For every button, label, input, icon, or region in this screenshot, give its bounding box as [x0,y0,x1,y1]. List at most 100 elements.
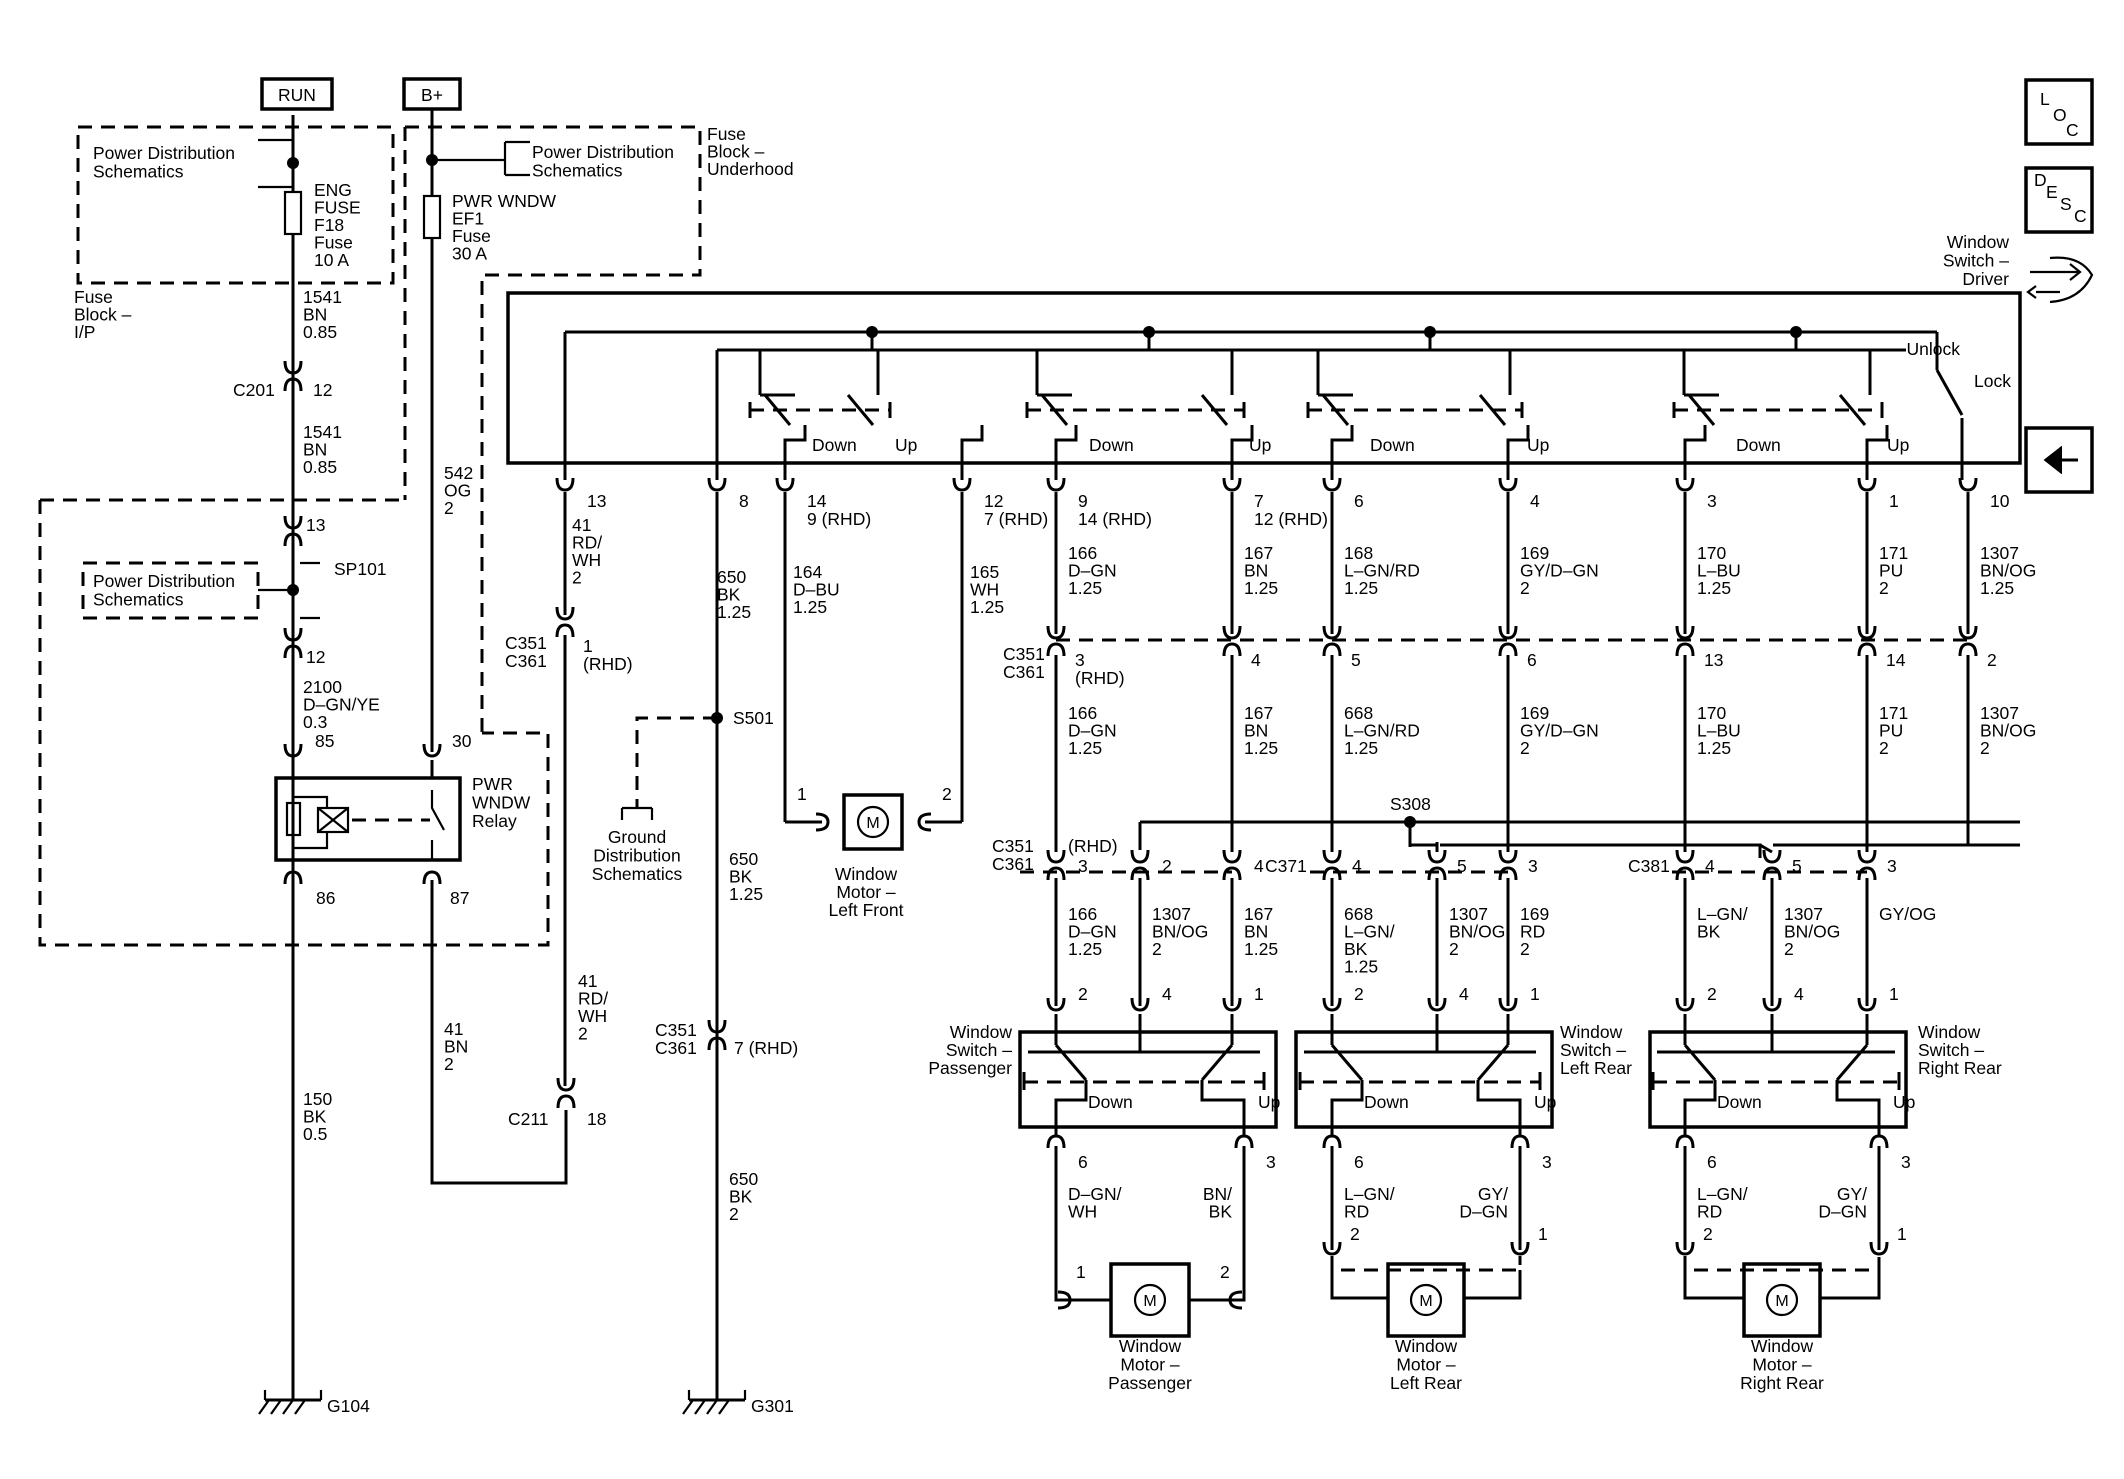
window-motor-passenger-terminal [1057,1290,1072,1310]
motor-lead [1190,1288,1246,1302]
fuse-f18 [283,190,303,236]
driver-terminal [1222,477,1242,492]
pwr-wndw-relay [274,776,462,862]
driver-pin: 13 [587,491,606,511]
motor-m-label: M [1143,1293,1156,1310]
c371-terminal [1322,866,1342,881]
window-motor-right-rear-pin2: 1 [1897,1224,1907,1244]
pds-ref-sp101-box [81,561,260,620]
c381-terminal [1675,849,1695,864]
window-motor-passenger-wire-left: D–GN/WH [1068,1184,1122,1222]
window-motor-right-rear-terminal [1675,1241,1695,1256]
switch-out [1330,1080,1364,1135]
c351-pin: 3(RHD) [1075,650,1125,688]
driver-pin: 4 [1530,491,1540,511]
relay-coil-x [317,807,349,833]
driver-terminal [1046,477,1066,492]
sp101-label: SP101 [334,559,387,579]
sw-blade [763,394,792,426]
window-switch-left-rear-pin: 1 [1530,984,1540,1004]
c211-terminal [556,1077,576,1092]
c351-pin: 2 [1987,650,1997,670]
window-switch-left-rear-up: Up [1534,1092,1556,1112]
fuse-block-underhood-boundary [405,125,702,733]
pin-12: 12 [306,647,325,667]
c351-terminal [1498,642,1518,657]
window-motor-passenger-pin1: 1 [1076,1262,1086,1282]
window-switch-passenger-pin6: 6 [1078,1152,1088,1172]
desc-button[interactable] [2024,166,2094,234]
loc-o: O [2053,105,2067,125]
window-switch-left-rear [1294,1030,1554,1129]
back-button[interactable] [2024,426,2094,494]
loc-button[interactable] [2024,78,2094,146]
window-switch-passenger-pin: 1 [1254,984,1264,1004]
window-motor-right-rear-wire-right: GY/D–GN [1818,1184,1867,1222]
driver-terminal [775,477,795,492]
window-motor-right-rear-terminal [1869,1241,1889,1256]
c211-label: C211 [508,1109,549,1129]
c351-terminal [1857,625,1877,640]
switch-out [1683,1080,1717,1135]
s501-label: S501 [733,708,774,728]
c351-pin: 5 [1351,650,1361,670]
motor-icon [856,805,890,839]
c201-terminal [283,377,303,392]
motor-lead [1054,1288,1110,1302]
window-switch-passenger [1018,1030,1278,1129]
window-switch-left-rear-down: Down [1364,1092,1409,1112]
c201-terminal [283,360,303,375]
ground-hatch [270,1399,282,1415]
switch-blade [1476,1044,1510,1081]
s308-label: S308 [1390,794,1431,814]
sw-blade [1687,394,1716,426]
c371-terminal [1427,849,1447,864]
window-motor-left-rear-terminal [1322,1241,1342,1256]
down-label: Down [1089,435,1134,455]
window-switch-right-rear-terminal [1857,997,1877,1012]
window-switch-left-rear-terminal [1427,997,1447,1012]
c201-pin: 12 [313,380,332,400]
window-switch-right-rear-pin: 4 [1794,984,1804,1004]
sw-blade [846,394,875,426]
c351-b-pin: 4 [1254,856,1264,876]
ground-hatch [682,1399,694,1415]
splice-dot [866,326,878,338]
ground-hatch [258,1399,270,1415]
pin-86: 86 [316,888,335,908]
c371-label: C371 [1265,856,1307,876]
up-label: Up [1887,435,1909,455]
bus-link [1408,822,1439,847]
pin-85: 85 [315,731,334,751]
c351-pin: 6 [1527,650,1537,670]
motor-connector-boundary [1683,1256,1881,1272]
switch-blade [1683,1044,1717,1081]
c381-pin: 4 [1705,856,1715,876]
driver-pin: 8 [739,491,749,511]
window-switch-right-rear-down: Down [1717,1092,1762,1112]
c381-terminal [1762,866,1782,881]
window-switch-right-rear-terminal-3 [1869,1134,1889,1149]
switch-terminal-lead [783,425,807,480]
motor-m-label: M [1775,1293,1788,1310]
window-switch-passenger-terminal-3 [1234,1134,1254,1149]
window-switch-left-rear-pin: 2 [1354,984,1364,1004]
c371-pin: 3 [1528,856,1538,876]
c201-label: C201 [233,380,275,400]
motor-m-label: M [866,815,879,832]
